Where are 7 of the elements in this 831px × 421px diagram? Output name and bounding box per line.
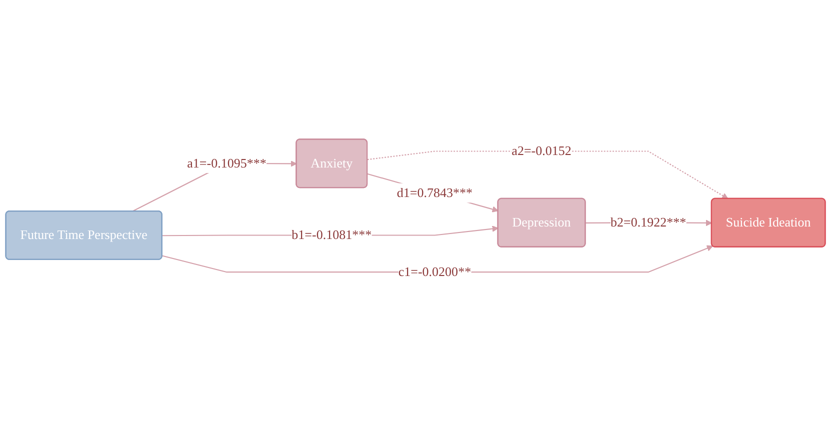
arrow bbox=[367, 173, 498, 212]
edge-label: a1=-0.1095*** bbox=[187, 156, 266, 170]
edge-label: b1=-0.1081*** bbox=[292, 228, 372, 242]
edge-label: b2=0.1922*** bbox=[610, 215, 686, 230]
edge-label: d1=0.7843*** bbox=[396, 185, 473, 200]
edge-label: a2=-0.0152 bbox=[512, 144, 572, 158]
edge-label: c1=-0.0200** bbox=[398, 264, 472, 279]
